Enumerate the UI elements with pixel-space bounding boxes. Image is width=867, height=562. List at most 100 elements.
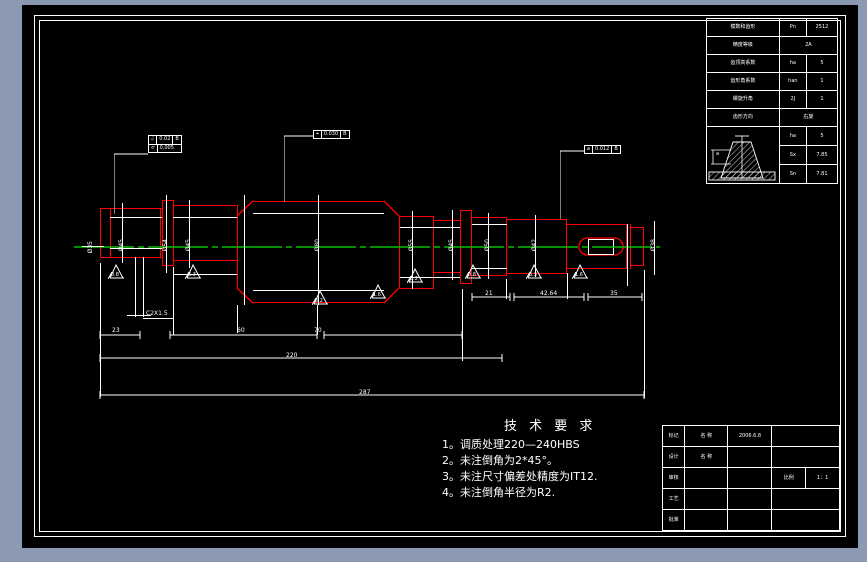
shaft-collar-right-top: [460, 210, 472, 211]
diameter-label-9: Ø42: [531, 239, 538, 252]
dia-wit-11: [627, 224, 628, 286]
technical-requirements-title: 技 术 要 求: [504, 419, 597, 434]
dim-chain-287: [99, 391, 645, 399]
keyway-inner-bottom: [588, 254, 614, 255]
surface-finish-4-value: 1.6: [373, 292, 381, 298]
shaft-collar-left-l: [162, 200, 163, 266]
gear-body-left: [237, 216, 238, 288]
title-block-row: 批准: [661, 509, 840, 531]
proj-line-h: [472, 268, 507, 269]
title-block-cell: [771, 425, 840, 447]
diameter-label-7: Ø45: [448, 239, 455, 252]
surface-finish-5-value: 3.2: [410, 276, 418, 282]
ext-v-8: [237, 305, 238, 333]
proj-line-j: [110, 248, 162, 249]
dimension-35: 35: [610, 290, 618, 297]
shaft-outline-seg6-bottom: [507, 273, 567, 274]
drawing-paper: Ø35 Ø45 Ø54 Ø45 Ø80 Ø55 Ø45 Ø50 Ø42 Ø38 …: [22, 5, 858, 548]
dia-wit-2: [166, 195, 167, 273]
shaft-outline-seg4-bottom: [434, 272, 460, 273]
ext-v-6: [506, 279, 507, 299]
diameter-label-10: Ø38: [650, 239, 657, 252]
sheet-border-outer: [34, 15, 846, 537]
dia-wit-10: [654, 221, 655, 275]
gear-table-col2: han: [778, 72, 807, 91]
title-block-cell: [727, 488, 773, 510]
title-block-row: 标记 名 称 2006.6.8: [661, 425, 840, 447]
proj-line-e: [400, 227, 460, 228]
shaft-outline-seg1-bottom: [100, 257, 162, 258]
dim-chain-220: [99, 354, 503, 362]
gt-datum-4: B: [614, 146, 618, 152]
surface-finish-7: 6.3: [526, 263, 544, 279]
gt-leader-center: [284, 135, 314, 202]
dimension-220: 220: [286, 352, 298, 359]
gt-symbol-1: ⌰: [149, 136, 158, 144]
title-block-cell: 2006.6.8: [727, 425, 773, 447]
ext-v-7: [567, 273, 568, 299]
gear-table-label: 齿形角系数: [706, 72, 780, 91]
gt-datum-3: B: [343, 131, 347, 137]
dia-arrow-left-1: [82, 246, 104, 247]
dia-wit-9: [535, 215, 536, 277]
shaft-outline-seg3-top: [400, 216, 434, 217]
surface-finish-6: 0.8: [465, 263, 483, 279]
title-block-cell: 工艺: [661, 488, 686, 510]
dimension-21: 21: [485, 290, 493, 297]
shaft-stub-bottom: [630, 265, 644, 266]
title-block-scale-label: 比例: [771, 467, 807, 489]
technical-requirements-item: 3。未注尺寸偏差处精度为IT12.: [442, 470, 598, 483]
ext-v-2: [173, 267, 174, 335]
shaft-outline-seg5-right: [506, 217, 507, 276]
diameter-label-6: Ø55: [408, 239, 415, 252]
surface-finish-1: 0.8: [108, 263, 126, 279]
shaft-centerline: [74, 246, 660, 248]
gear-table-row: 精度等级 2A: [706, 36, 839, 55]
chamfer-note-leader: [143, 318, 173, 319]
title-block-cell: [684, 488, 729, 510]
surface-finish-7-value: 6.3: [529, 272, 537, 278]
technical-requirements-item: 1。调质处理220—240HBS: [442, 438, 580, 451]
keyway-inner-top: [588, 239, 614, 240]
dia-wit-4: [244, 195, 245, 305]
technical-requirements-item: 4。未注倒角半径为R2.: [442, 486, 556, 499]
title-block-cell: [771, 446, 840, 468]
title-block-cell: [771, 488, 840, 510]
proj-line-a: [173, 217, 237, 218]
diameter-label-3: Ø54: [162, 239, 169, 252]
title-block-cell: 名 称: [684, 446, 729, 468]
surface-finish-3-value: 3.2: [315, 298, 323, 304]
gear-tooth-detail: a: [707, 128, 777, 182]
dimension-23: 23: [112, 327, 120, 334]
gt-symbol-2: ⌭: [149, 144, 158, 152]
dia-wit-7: [452, 210, 453, 280]
shaft-outline-seg6-top: [507, 219, 567, 220]
proj-line-b: [173, 274, 237, 275]
chamfer-note-line-h: [127, 315, 151, 316]
gt-value-3: 0.030: [322, 131, 342, 138]
gear-table-col2: Pn: [778, 18, 807, 37]
sheet-border-inner: [39, 20, 841, 532]
title-block-cell: [727, 446, 773, 468]
dimension-60: 60: [237, 327, 245, 334]
gear-table-row: Sx 7.85: [707, 145, 839, 165]
shaft-outline-seg3-right: [433, 216, 434, 289]
gt-leader-left: [114, 153, 148, 214]
surface-finish-8-value: 1.6: [575, 272, 583, 278]
title-block-cell: 设计: [661, 446, 686, 468]
ext-v-3: [317, 305, 318, 335]
shaft-outline-seg1-top: [100, 208, 162, 209]
title-block-cell: [727, 467, 773, 489]
shaft-outline-seg2-top: [173, 205, 237, 206]
dia-wit-1: [122, 203, 123, 263]
shaft-outline-seg1-left: [100, 208, 101, 258]
ext-v-1: [100, 263, 101, 397]
gear-table-row: a ha 5: [706, 126, 839, 184]
surface-finish-2: 6.3: [185, 263, 203, 279]
shaft-outline-seg4-top: [434, 220, 460, 221]
title-block-row: 审核 比例 1：1: [661, 467, 840, 489]
chamfer-note-line-v1: [135, 257, 136, 317]
gear-table-col3: 1: [805, 90, 839, 109]
gt-symbol-3: ⌖: [314, 131, 322, 138]
